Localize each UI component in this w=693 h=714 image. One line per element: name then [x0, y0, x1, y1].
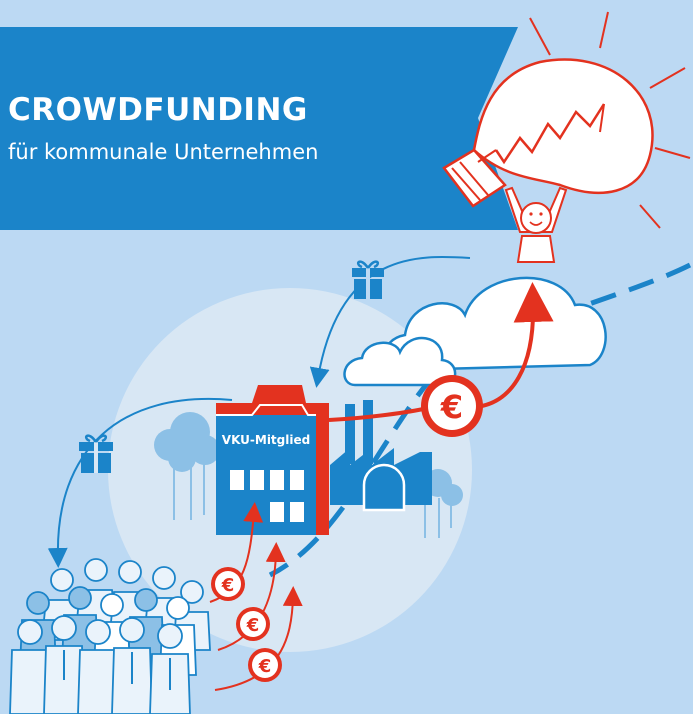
- euro-symbol-2: €: [246, 615, 260, 636]
- euro-symbol-large: €: [440, 388, 463, 426]
- red-arrow-2: [217, 542, 286, 651]
- euro-symbol-1: €: [221, 575, 235, 596]
- tree-icon: [154, 412, 220, 520]
- gift-icon: [352, 260, 384, 299]
- factory-label: VKU-Mitglied: [222, 433, 310, 447]
- title-banner: [0, 27, 518, 230]
- euro-symbol-3: €: [258, 656, 272, 677]
- factory-icon: [330, 400, 432, 512]
- smiling-figure-icon: [504, 186, 568, 263]
- euro-coin-icon: [211, 567, 282, 682]
- red-arrow-up: [481, 282, 554, 408]
- light-bulb-icon: [442, 11, 691, 229]
- gift-icon-left: [79, 434, 113, 473]
- banner-title: CROWDFUNDING: [8, 92, 308, 128]
- vku-building: [216, 385, 329, 535]
- cloud-icon-small: [343, 336, 457, 387]
- people-group-icon: [9, 558, 211, 714]
- banner-subtitle: für kommunale Unternehmen: [8, 140, 319, 164]
- euro-coin-icon-large: [421, 375, 483, 437]
